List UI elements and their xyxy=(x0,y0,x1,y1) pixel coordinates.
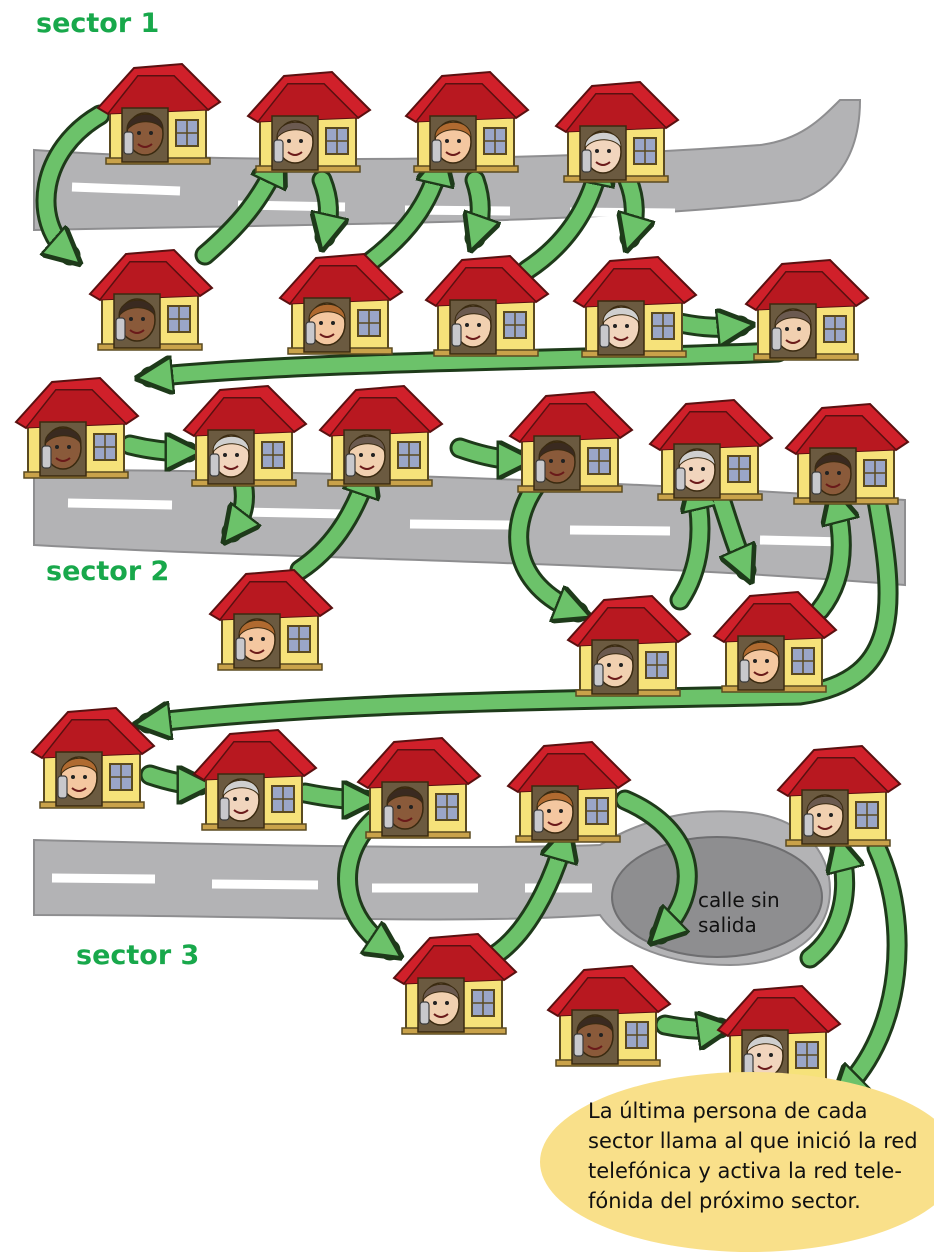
house-16 xyxy=(208,568,334,671)
phone-tree-diagram xyxy=(14,62,910,1220)
house-19 xyxy=(30,706,156,809)
house-14 xyxy=(648,398,774,501)
house-11 xyxy=(182,384,308,487)
house-21 xyxy=(356,736,482,839)
house-9 xyxy=(744,258,870,361)
house-2 xyxy=(246,70,372,173)
house-25 xyxy=(546,964,672,1067)
house-13 xyxy=(508,390,634,493)
house-20 xyxy=(192,728,318,831)
house-1 xyxy=(96,62,222,165)
house-6 xyxy=(278,252,404,355)
house-4 xyxy=(554,80,680,183)
dead-end-label: calle sin salida xyxy=(698,888,780,937)
house-3 xyxy=(404,70,530,173)
house-5 xyxy=(88,248,214,351)
house-15 xyxy=(784,402,910,505)
house-17 xyxy=(566,594,692,697)
house-26 xyxy=(716,984,842,1087)
sector-1-label: sector 1 xyxy=(36,8,160,39)
house-24 xyxy=(392,932,518,1035)
house-12 xyxy=(318,384,444,487)
house-23 xyxy=(776,744,902,847)
house-8 xyxy=(572,255,698,358)
note-text: La última persona de cada sector llama a… xyxy=(588,1099,918,1213)
house-18 xyxy=(712,590,838,693)
sector-2-label: sector 2 xyxy=(46,556,170,587)
house-10 xyxy=(14,376,140,479)
sector-3-label: sector 3 xyxy=(76,940,200,971)
houses xyxy=(14,62,910,1087)
house-22 xyxy=(506,740,632,843)
house-7 xyxy=(424,254,550,357)
